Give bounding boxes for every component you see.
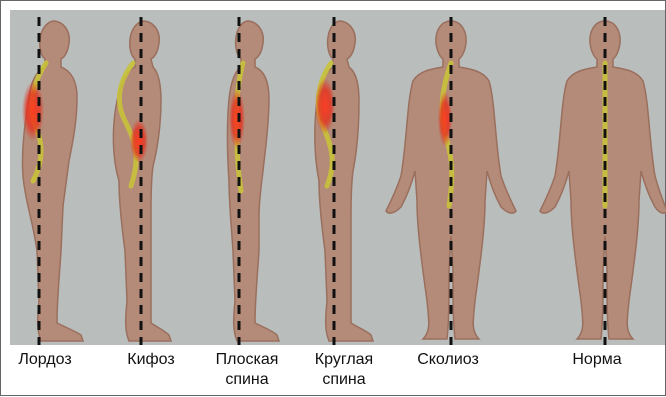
figure-norma bbox=[540, 21, 666, 339]
figure-ploskaya bbox=[228, 21, 280, 341]
body-silhouette bbox=[228, 21, 280, 341]
inflammation-area bbox=[229, 89, 245, 149]
label-skolioz: Сколиоз bbox=[417, 350, 479, 370]
figure-kruglaya bbox=[315, 21, 373, 341]
inflammation-area bbox=[315, 78, 335, 134]
label-lordoz: Лордоз bbox=[18, 350, 71, 370]
figure-lordoz bbox=[22, 21, 83, 341]
label-kruglaya: Круглая спина bbox=[315, 350, 373, 390]
label-ploskaya: Плоская спина bbox=[216, 350, 279, 390]
body-silhouette bbox=[315, 21, 373, 341]
inflammation-area bbox=[22, 81, 44, 141]
inflammation-area bbox=[130, 119, 148, 163]
label-kifoz: Кифоз bbox=[127, 350, 174, 370]
label-norma: Норма bbox=[572, 350, 621, 370]
